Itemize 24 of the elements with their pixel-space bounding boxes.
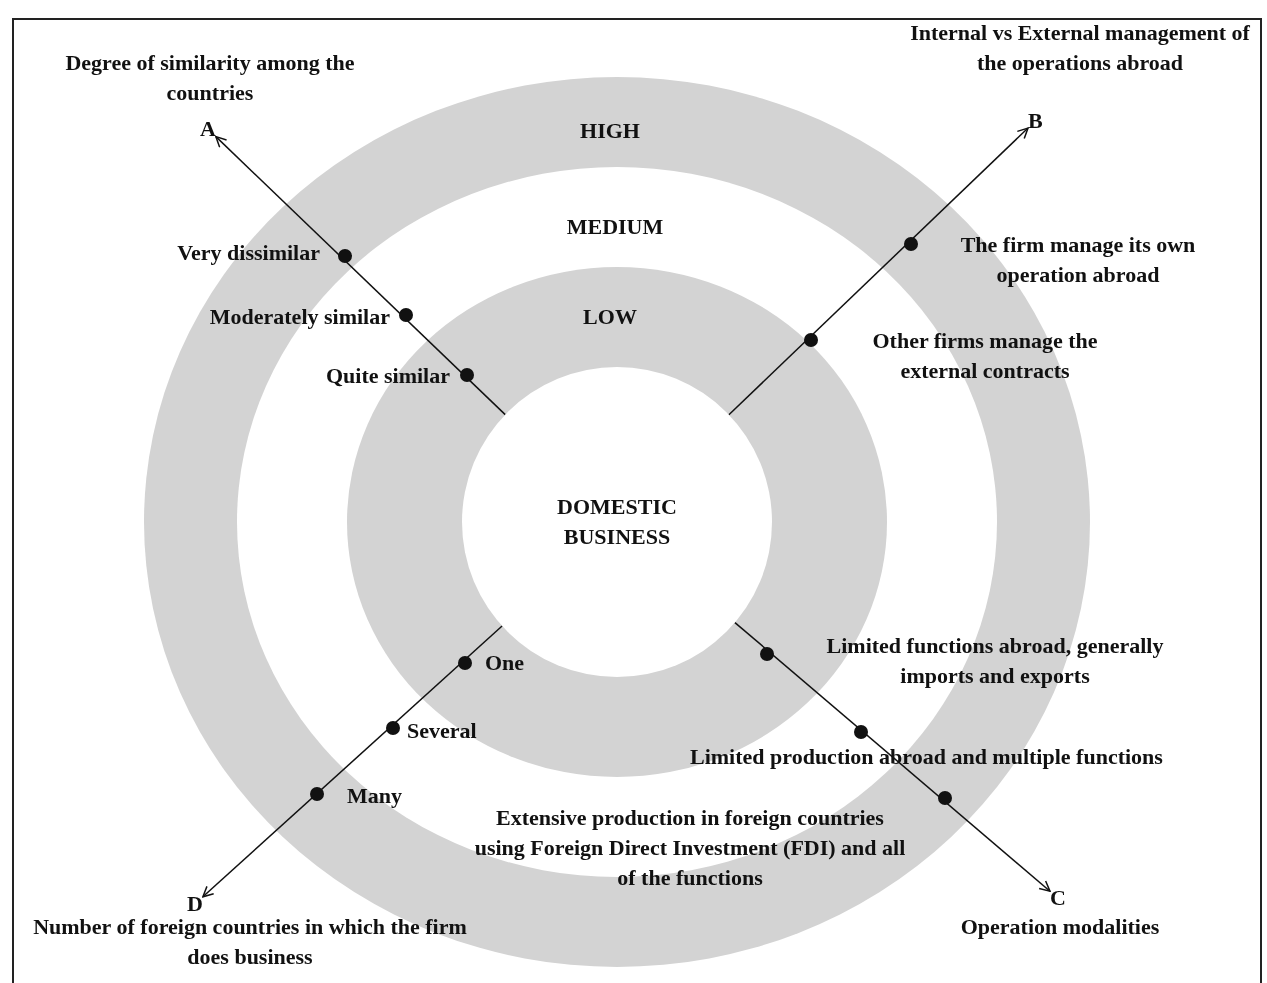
scale-label: One <box>485 649 526 677</box>
scale-label: Very dissimilar <box>176 239 320 267</box>
axis-arrow <box>734 621 1051 892</box>
axis-arrow <box>728 127 1029 416</box>
axis-title: Internal vs External management of the operations abroad <box>909 19 1251 77</box>
scale-label: Quite similar <box>324 362 450 390</box>
ring-label: LOW <box>582 303 638 331</box>
scale-label: Moderately similar <box>208 303 390 331</box>
scale-label: The firm manage its own operation abroad <box>959 231 1197 289</box>
scale-label: Extensive production in foreign countries using Foreign Direct Investment (FDI) and all of the functions <box>473 804 907 892</box>
axis-letter: C <box>1050 883 1066 913</box>
axis-letter: A <box>200 114 216 144</box>
axis-letter: B <box>1028 106 1043 136</box>
center-label: DOMESTIC BUSINESS <box>556 493 678 551</box>
axis-arrow <box>202 625 503 898</box>
ring-label: HIGH <box>579 117 641 145</box>
scale-label: Many <box>347 782 403 810</box>
axis-title: Degree of similarity among the countries <box>64 49 356 107</box>
scale-label: Other firms manage the external contracts <box>871 327 1099 385</box>
scale-label: Limited functions abroad, generally imports and exports <box>825 632 1165 690</box>
axis-title: Operation modalities <box>959 913 1161 941</box>
axis-arrow <box>215 135 506 416</box>
scale-label: Several <box>407 717 478 745</box>
ring-label: MEDIUM <box>565 213 665 241</box>
